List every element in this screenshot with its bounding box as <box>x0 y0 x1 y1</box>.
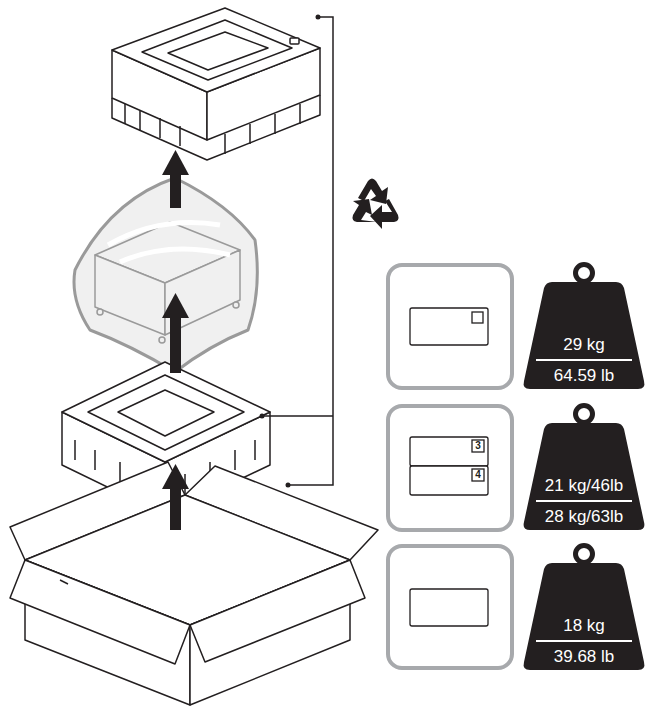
weight-icon: 18 kg 39.68 lb <box>522 541 646 671</box>
weight-value: 29 kg <box>522 335 646 355</box>
weight-icon: 21 kg/46lb 28 kg/63lb <box>522 401 646 531</box>
cardboard-box <box>10 462 378 705</box>
recycle-bracket <box>262 17 333 485</box>
bracket-dots <box>260 15 321 488</box>
carton-number: 3 <box>472 440 484 452</box>
weight-value: 64.59 lb <box>522 366 646 386</box>
carton-number: 4 <box>472 469 484 481</box>
weight-value: 18 kg <box>522 616 646 636</box>
carton-icons <box>410 308 488 626</box>
lift-arrows <box>162 150 189 530</box>
weight-icon: 29 kg 64.59 lb <box>522 260 646 390</box>
plastic-bag <box>74 178 257 372</box>
weight-value: 21 kg/46lb <box>522 476 646 496</box>
recycle-symbol <box>353 179 399 230</box>
top-foam <box>112 8 320 160</box>
weight-value: 28 kg/63lb <box>522 507 646 527</box>
carton-frames <box>388 265 512 668</box>
weight-value: 39.68 lb <box>522 647 646 667</box>
